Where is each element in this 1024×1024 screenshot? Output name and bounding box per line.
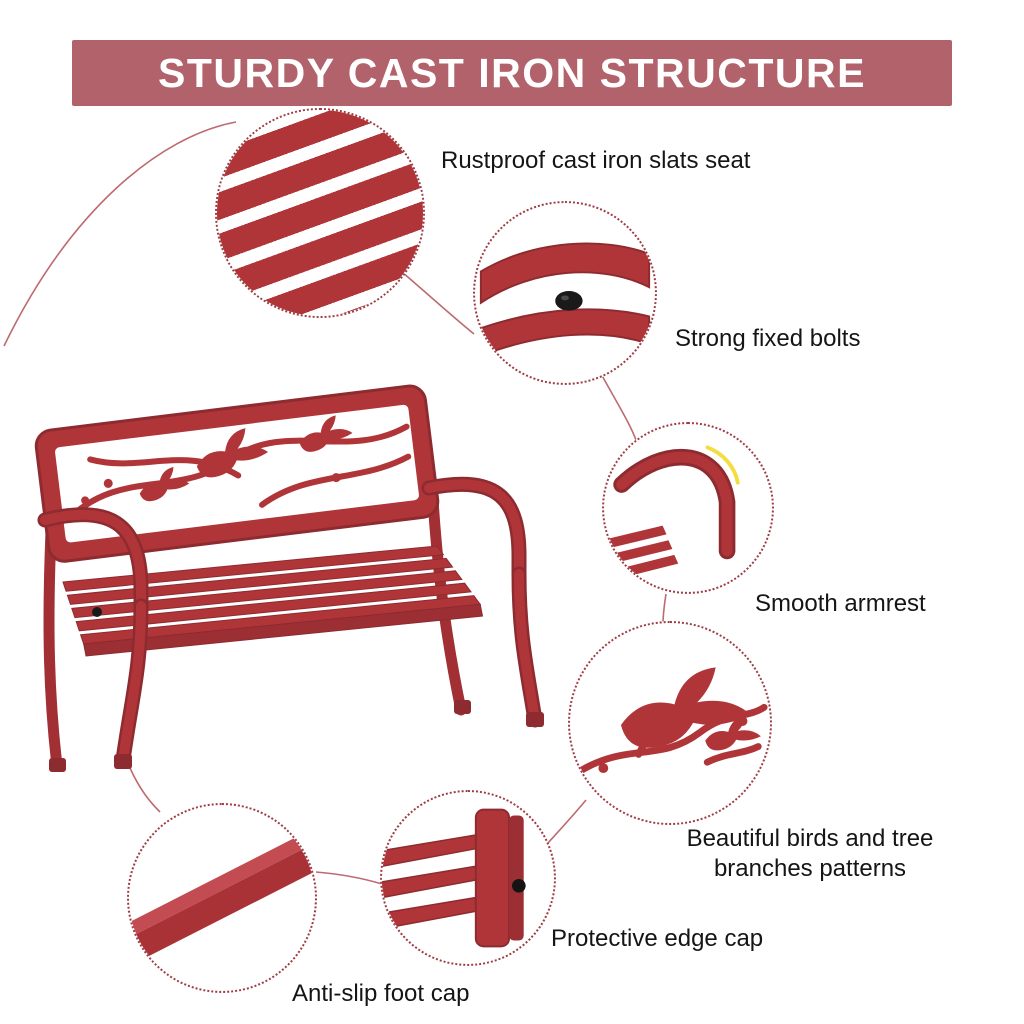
foot-cap (49, 758, 66, 772)
label-fixed-bolts: Strong fixed bolts (675, 325, 861, 352)
birds-graphic (578, 667, 768, 774)
bench-armrests (37, 476, 543, 768)
bolt-icon (555, 291, 583, 311)
armrest-graphic (605, 445, 740, 580)
highlight-arc (705, 445, 740, 485)
foot-cap-detail-circle (127, 803, 317, 993)
edge-cap-detail-circle (380, 790, 556, 966)
foot-cap (114, 754, 132, 769)
bench-backrest (34, 384, 440, 563)
foot-cap-graphic (129, 826, 315, 966)
foot-cap (454, 700, 471, 714)
slats-graphic (217, 110, 423, 316)
label-slats-seat: Rustproof cast iron slats seat (441, 147, 751, 174)
slats-detail-circle (215, 108, 425, 318)
bolt-icon (511, 878, 526, 893)
foot-cap (526, 712, 544, 727)
bird-icon (598, 667, 761, 773)
bolt-graphic (479, 242, 651, 358)
birds-detail-circle (568, 621, 772, 825)
connector-arc (315, 871, 383, 885)
bird-pattern (81, 415, 353, 505)
label-bird-pattern: Beautiful birds and tree branches patter… (686, 825, 934, 882)
connector-arc (3, 121, 237, 347)
bench-seat-slats (62, 545, 484, 657)
edge-cap-graphic (382, 808, 526, 948)
label-foot-cap: Anti-slip foot cap (292, 980, 470, 1007)
seat-bolt (92, 607, 102, 617)
armrest-detail-circle (602, 422, 774, 594)
label-armrest: Smooth armrest (755, 590, 926, 617)
banner-title: STURDY CAST IRON STRUCTURE (72, 40, 952, 106)
label-edge-cap: Protective edge cap (551, 925, 764, 952)
bolts-detail-circle (473, 201, 657, 385)
bench-illustration (34, 384, 544, 772)
